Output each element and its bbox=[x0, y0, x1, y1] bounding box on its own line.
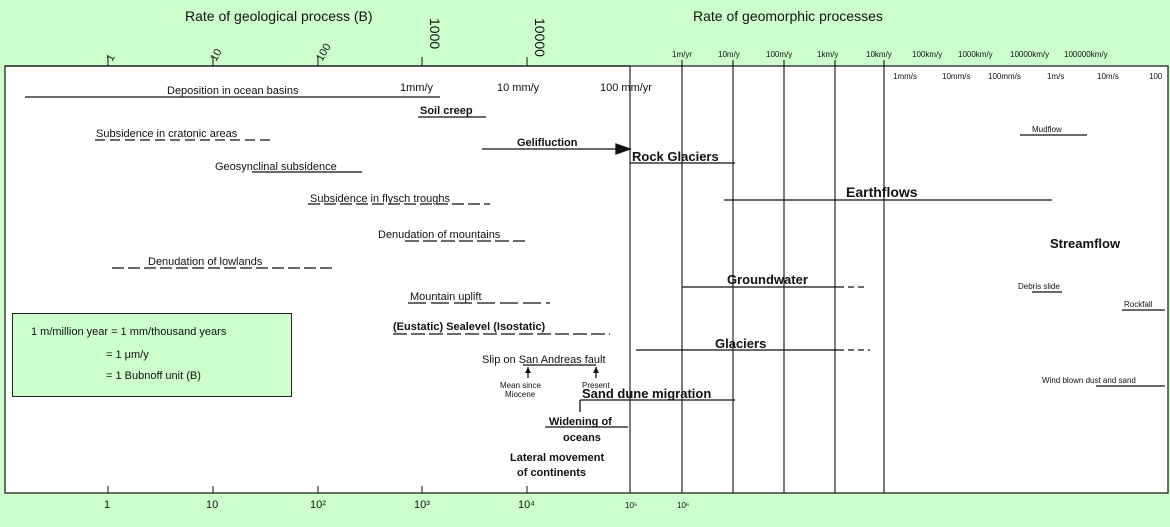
label-earthflows: Earthflows bbox=[846, 184, 918, 200]
label-present: Present bbox=[582, 381, 610, 390]
top-tick-1: 1 bbox=[104, 52, 117, 63]
legend-line-2: = 1 μm/y bbox=[106, 349, 149, 361]
top-ticks-left bbox=[107, 57, 528, 66]
label-mean-since-1: Mean since bbox=[500, 381, 541, 390]
svg-text:100mm/s: 100mm/s bbox=[988, 72, 1021, 81]
label-widening-2: oceans bbox=[563, 432, 601, 444]
rate-mark-10mm: 10 mm/y bbox=[497, 82, 540, 94]
top-tick-10000: 10000 bbox=[532, 18, 548, 57]
svg-text:1mm/s: 1mm/s bbox=[893, 72, 917, 81]
label-mean-since-2: Miocene bbox=[505, 390, 536, 399]
label-lateral-1: Lateral movement bbox=[510, 452, 604, 464]
label-subsidence-cratonic: Subsidence in cratonic areas bbox=[96, 128, 238, 140]
label-rockfall: Rockfall bbox=[1124, 300, 1153, 309]
label-groundwater: Groundwater bbox=[727, 272, 808, 287]
process-lines bbox=[25, 96, 1165, 428]
label-geosynclinal: Geosynclinal subsidence bbox=[215, 161, 337, 173]
bottom-tick-10-5: 10⁵ bbox=[625, 501, 637, 510]
label-debris-slide: Debris slide bbox=[1018, 282, 1060, 291]
top-tick-100: 100 bbox=[314, 42, 334, 64]
label-widening-1: Widening of bbox=[549, 416, 612, 428]
svg-text:10m/s: 10m/s bbox=[1097, 72, 1119, 81]
label-denudation-lowlands: Denudation of lowlands bbox=[148, 256, 263, 268]
label-streamflow: Streamflow bbox=[1050, 236, 1121, 251]
bottom-axis bbox=[5, 486, 683, 494]
title-geomorphic: Rate of geomorphic processes bbox=[693, 8, 883, 24]
bottom-tick-10: 10 bbox=[206, 499, 218, 511]
label-sealevel: (Eustatic) Sealevel (Isostatic) bbox=[393, 321, 546, 333]
label-deposition: Deposition in ocean basins bbox=[167, 85, 299, 97]
svg-text:1000km/y: 1000km/y bbox=[958, 50, 993, 59]
rate-mark-1mm: 1mm/y bbox=[400, 82, 434, 94]
bottom-tick-10-4: 10⁴ bbox=[518, 499, 535, 511]
legend-line-1: 1 m/million year = 1 mm/thousand years bbox=[31, 326, 227, 338]
svg-text:100km/y: 100km/y bbox=[912, 50, 942, 59]
label-sand-dune: Sand dune migration bbox=[582, 386, 711, 401]
svg-text:100000km/y: 100000km/y bbox=[1064, 50, 1108, 59]
svg-text:1m/yr: 1m/yr bbox=[672, 50, 692, 59]
svg-text:100: 100 bbox=[1149, 72, 1163, 81]
legend-line-3: = 1 Bubnoff unit (B) bbox=[106, 370, 201, 382]
svg-text:1m/s: 1m/s bbox=[1047, 72, 1064, 81]
label-gelifluction: Gelifluction bbox=[517, 137, 578, 149]
svg-text:10km/y: 10km/y bbox=[866, 50, 892, 59]
label-flysch: Subsidence in flysch troughs bbox=[310, 193, 451, 205]
bottom-tick-1: 1 bbox=[104, 499, 110, 511]
right-gridlines bbox=[629, 60, 885, 493]
label-soil-creep: Soil creep bbox=[420, 105, 473, 117]
svg-text:1km/y: 1km/y bbox=[817, 50, 838, 59]
fault-arrows bbox=[525, 367, 599, 373]
label-mudflow: Mudflow bbox=[1032, 125, 1062, 134]
svg-text:10000km/y: 10000km/y bbox=[1010, 50, 1049, 59]
plot-frame bbox=[4, 65, 1169, 494]
bottom-tick-10-6: 10⁶ bbox=[677, 501, 689, 510]
label-mountain-uplift: Mountain uplift bbox=[410, 291, 482, 303]
rate-mark-100mm: 100 mm/yr bbox=[600, 82, 652, 94]
svg-text:10m/y: 10m/y bbox=[718, 50, 740, 59]
label-rock-glaciers: Rock Glaciers bbox=[632, 149, 719, 164]
top-ticks-right: 1m/yr 10m/y 100m/y 1km/y 10km/y 100km/y … bbox=[672, 50, 1163, 81]
svg-text:100m/y: 100m/y bbox=[766, 50, 792, 59]
label-glaciers: Glaciers bbox=[715, 336, 766, 351]
label-denudation-mountains: Denudation of mountains bbox=[378, 229, 501, 241]
label-lateral-2: of continents bbox=[517, 467, 586, 479]
legend-box: 1 m/million year = 1 mm/thousand years =… bbox=[12, 313, 292, 397]
top-tick-10: 10 bbox=[208, 47, 225, 64]
label-wind-dust: Wind blown dust and sand bbox=[1042, 376, 1136, 385]
top-tick-1000: 1000 bbox=[427, 18, 443, 49]
bottom-tick-10-2: 10² bbox=[310, 499, 326, 511]
title-geological: Rate of geological process (B) bbox=[185, 8, 373, 24]
svg-text:10mm/s: 10mm/s bbox=[942, 72, 970, 81]
bottom-tick-10-3: 10³ bbox=[414, 499, 430, 511]
label-san-andreas: Slip on San Andreas fault bbox=[482, 354, 606, 366]
